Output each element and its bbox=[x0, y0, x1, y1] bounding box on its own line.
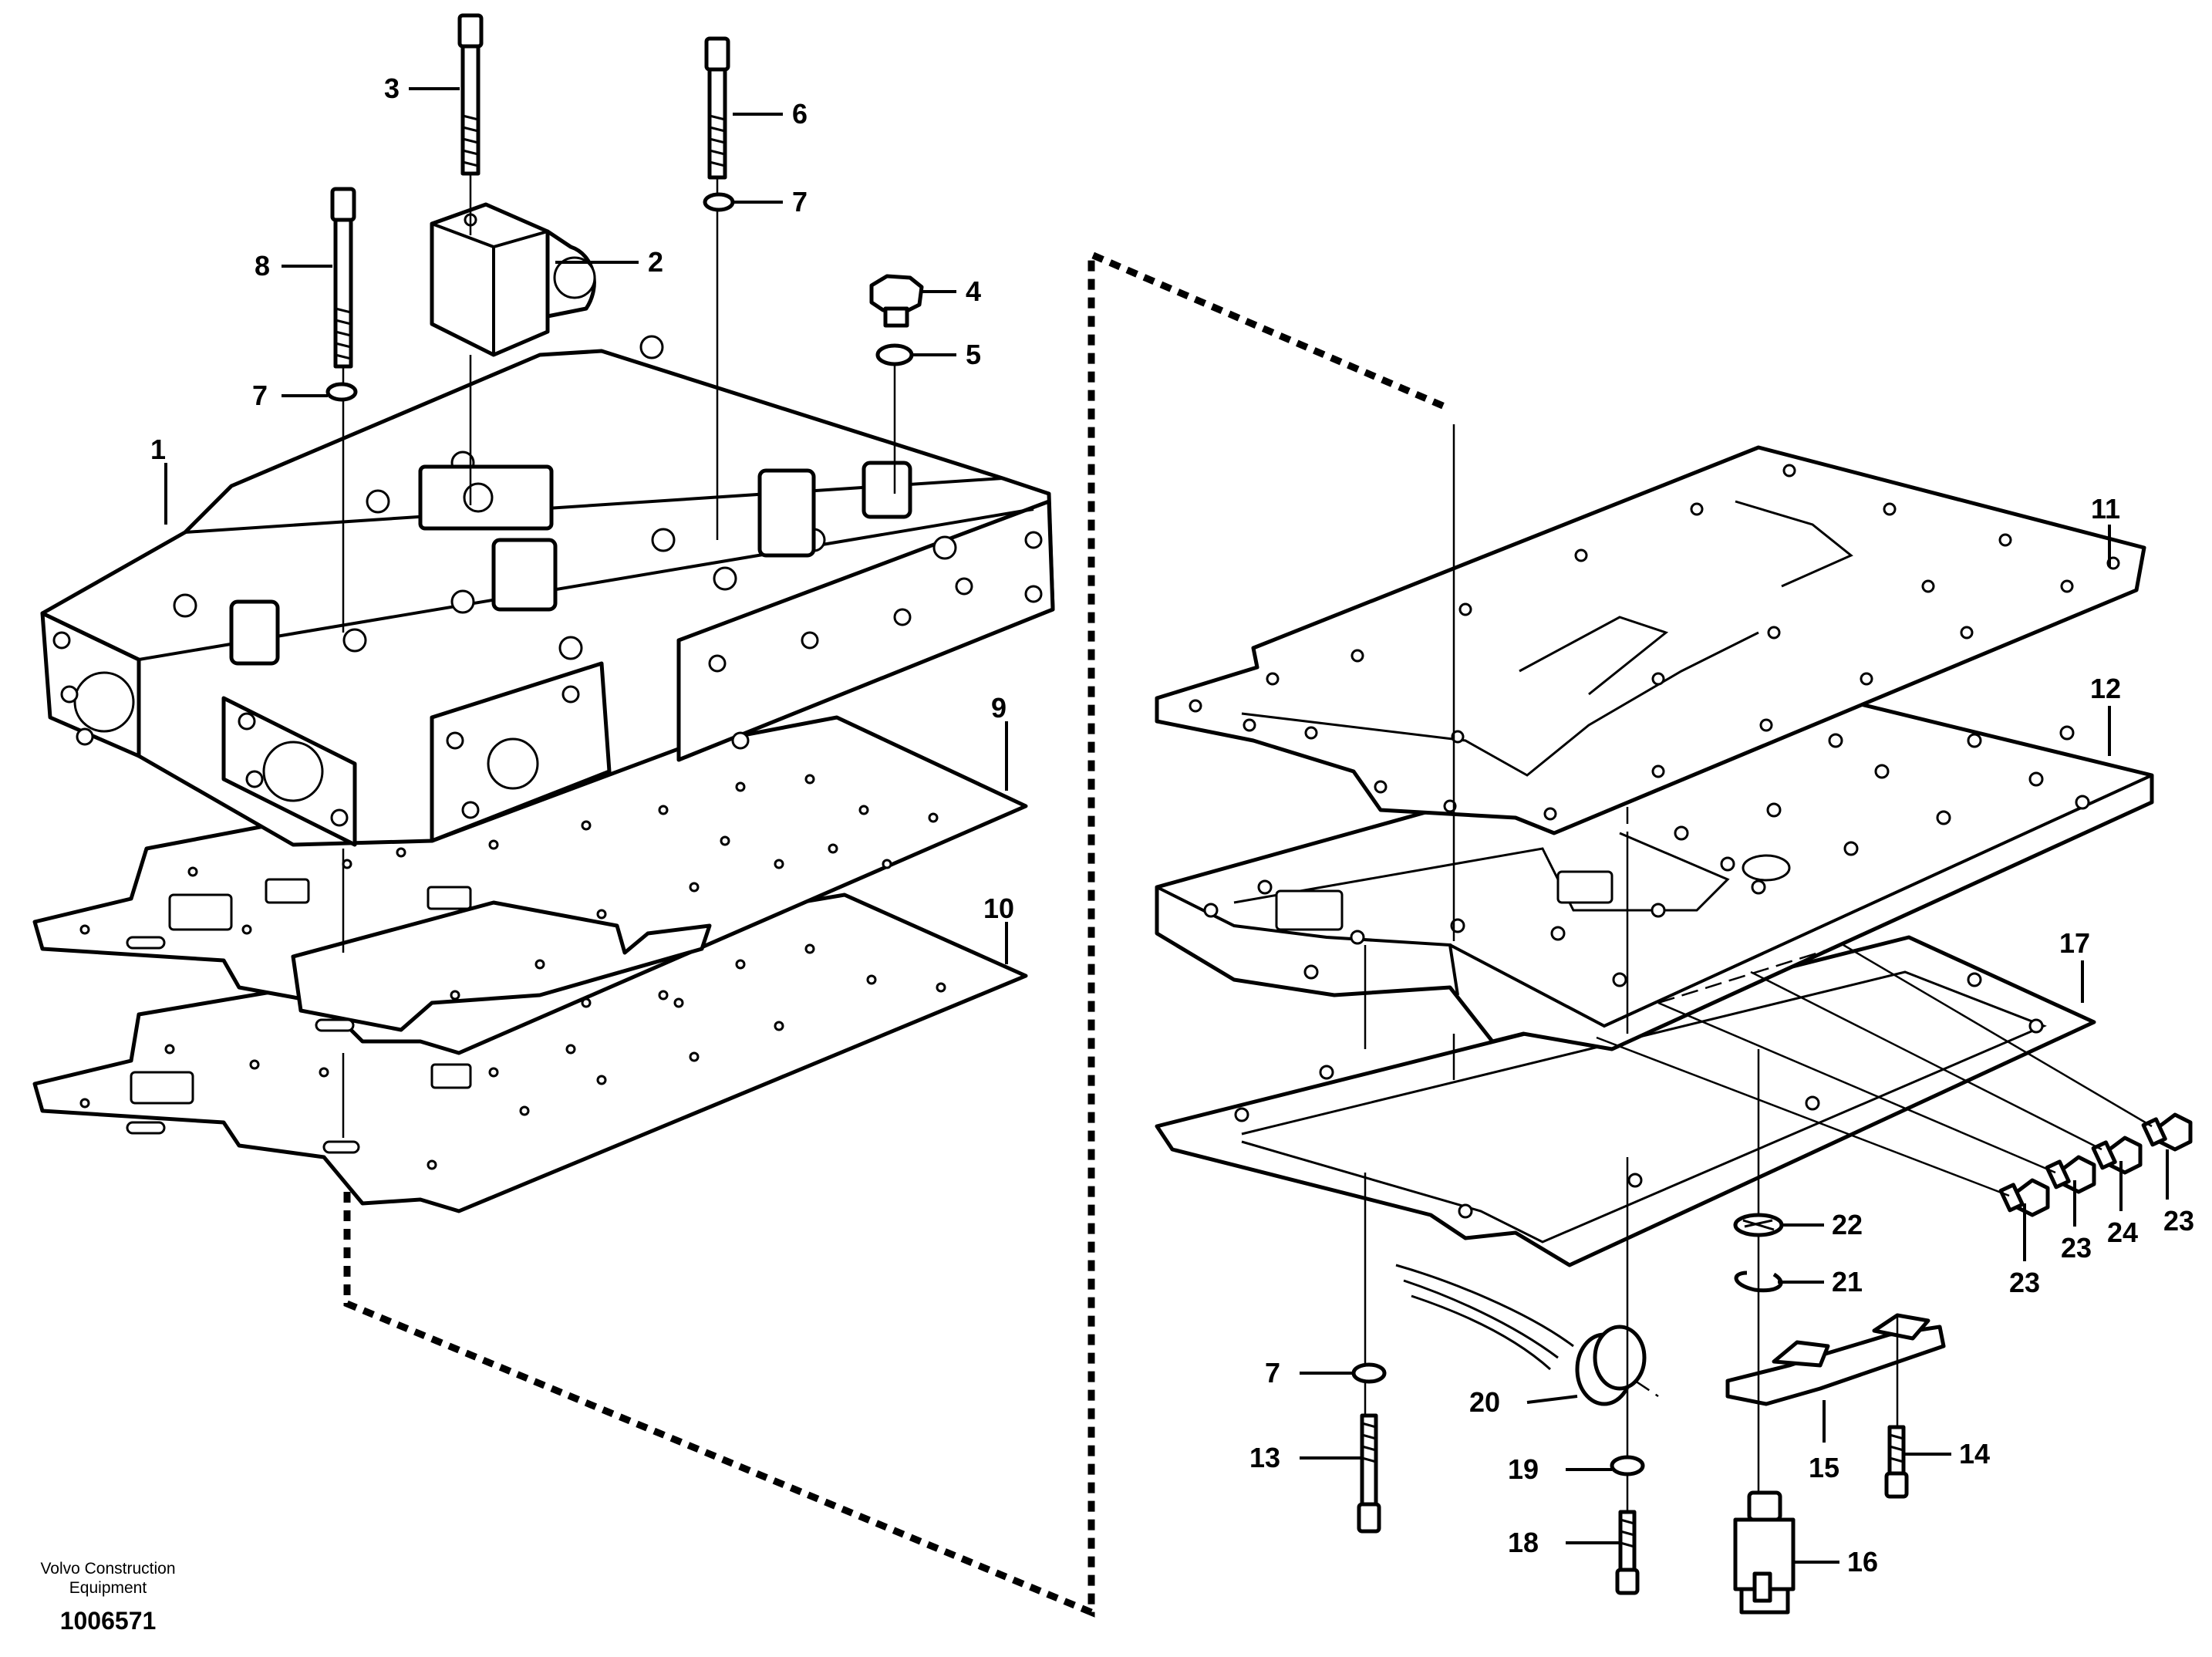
callout-4: 4 bbox=[966, 275, 981, 307]
callout-7b: 7 bbox=[252, 380, 268, 411]
callout-15: 15 bbox=[1809, 1452, 1839, 1483]
callout-8: 8 bbox=[255, 250, 270, 282]
sensor-16 bbox=[1733, 1490, 1796, 1615]
callout-22: 22 bbox=[1832, 1209, 1863, 1240]
callout-18: 18 bbox=[1508, 1527, 1539, 1558]
callout-5: 5 bbox=[966, 339, 981, 370]
callout-12: 12 bbox=[2090, 673, 2121, 704]
strainer-22 bbox=[1733, 1213, 1784, 1237]
callout-13: 13 bbox=[1249, 1442, 1280, 1473]
callout-10: 10 bbox=[983, 893, 1014, 924]
bracket-15 bbox=[1725, 1313, 1946, 1406]
gasket-plate-10 bbox=[32, 893, 1028, 1213]
company-name-line1: Volvo Construction bbox=[40, 1560, 175, 1578]
bolt-24 bbox=[2091, 1136, 2143, 1175]
bolt-23-a bbox=[2141, 1112, 2193, 1152]
bolt-6 bbox=[704, 36, 730, 180]
washer-7-left bbox=[325, 382, 358, 402]
o-ring-5 bbox=[875, 343, 914, 366]
callout-17: 17 bbox=[2059, 927, 2090, 959]
callout-23c: 23 bbox=[2163, 1205, 2194, 1237]
callout-1: 1 bbox=[150, 434, 166, 465]
valve-body-plate-12 bbox=[1155, 696, 2154, 1051]
hose-clamp-20 bbox=[1395, 1264, 1659, 1406]
gasket-17 bbox=[1155, 935, 2096, 1267]
washer-7-right bbox=[1351, 1362, 1387, 1384]
drawing-number: 1006571 bbox=[60, 1607, 157, 1635]
leader-lines bbox=[164, 87, 2169, 1564]
callout-23b: 23 bbox=[2061, 1232, 2092, 1264]
callout-16: 16 bbox=[1847, 1546, 1878, 1578]
separator-plate-11 bbox=[1155, 445, 2146, 835]
solenoid-valve-2 bbox=[430, 202, 596, 357]
bolt-13 bbox=[1357, 1413, 1381, 1534]
callout-2: 2 bbox=[648, 246, 663, 278]
callout-14: 14 bbox=[1959, 1438, 1990, 1470]
callout-11: 11 bbox=[2091, 493, 2120, 525]
callout-7c: 7 bbox=[1265, 1357, 1280, 1389]
company-name-line2: Equipment bbox=[69, 1579, 147, 1597]
gasket-plate-9 bbox=[32, 715, 1028, 1055]
bolt-8 bbox=[330, 187, 356, 369]
callout-7a: 7 bbox=[792, 186, 808, 218]
bolt-18 bbox=[1615, 1510, 1640, 1595]
callout-9: 9 bbox=[991, 692, 1007, 724]
callout-24: 24 bbox=[2107, 1217, 2138, 1248]
plug-4 bbox=[869, 274, 924, 328]
bolt-14 bbox=[1884, 1425, 1909, 1499]
bolt-3 bbox=[457, 13, 484, 176]
callout-21: 21 bbox=[1832, 1266, 1863, 1298]
bolt-23-b bbox=[2045, 1155, 2096, 1194]
valve-housing-1 bbox=[40, 335, 1055, 847]
callout-19: 19 bbox=[1508, 1453, 1539, 1485]
callout-6: 6 bbox=[792, 98, 808, 130]
callout-20: 20 bbox=[1469, 1386, 1500, 1418]
washer-19 bbox=[1610, 1455, 1645, 1476]
callout-23a: 23 bbox=[2009, 1267, 2040, 1298]
callout-3: 3 bbox=[384, 73, 400, 104]
washer-7-top bbox=[703, 192, 735, 212]
